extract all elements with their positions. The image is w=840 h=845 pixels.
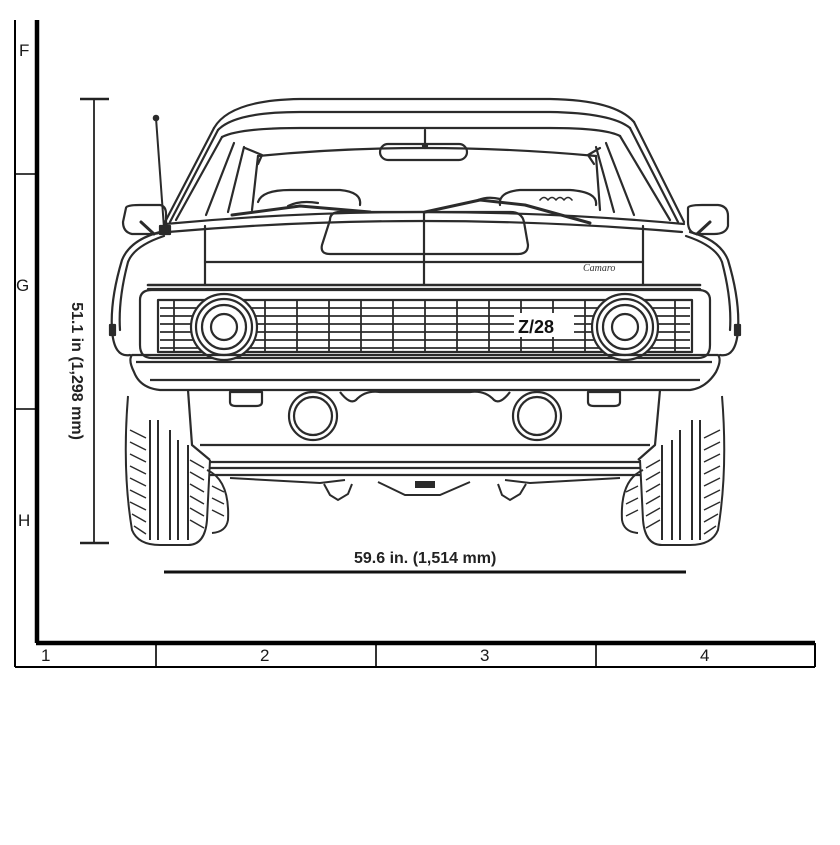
camaro-script-badge: Camaro [583,263,615,274]
height-dimension-label: 51.1 in (1,298 mm) [68,302,85,440]
column-zone-label-1: 1 [41,646,51,665]
width-dimension-label: 59.6 in. (1,514 mm) [354,550,497,567]
z28-badge: Z/28 [518,317,554,337]
row-zone-label-f: F [19,41,30,60]
column-zone-label-3: 3 [480,646,490,665]
column-zone-label-4: 4 [700,646,710,665]
left-tire [124,395,230,546]
left-fog-lamp [287,390,339,442]
svg-text:Z/28: Z/28 [518,317,554,337]
column-zone-label-2: 2 [260,646,270,665]
row-zone-label-g: G [16,276,30,295]
front-bumper [129,353,721,477]
right-tire [620,395,726,546]
drawing-frame [14,20,816,668]
left-headlight [189,292,259,362]
svg-text:Camaro: Camaro [583,263,615,274]
right-fog-lamp [511,390,563,442]
height-dimension-line [80,97,109,545]
row-zone-label-h: H [18,511,31,530]
car-body [108,97,742,360]
underbody [229,477,621,502]
right-headlight [590,292,660,362]
